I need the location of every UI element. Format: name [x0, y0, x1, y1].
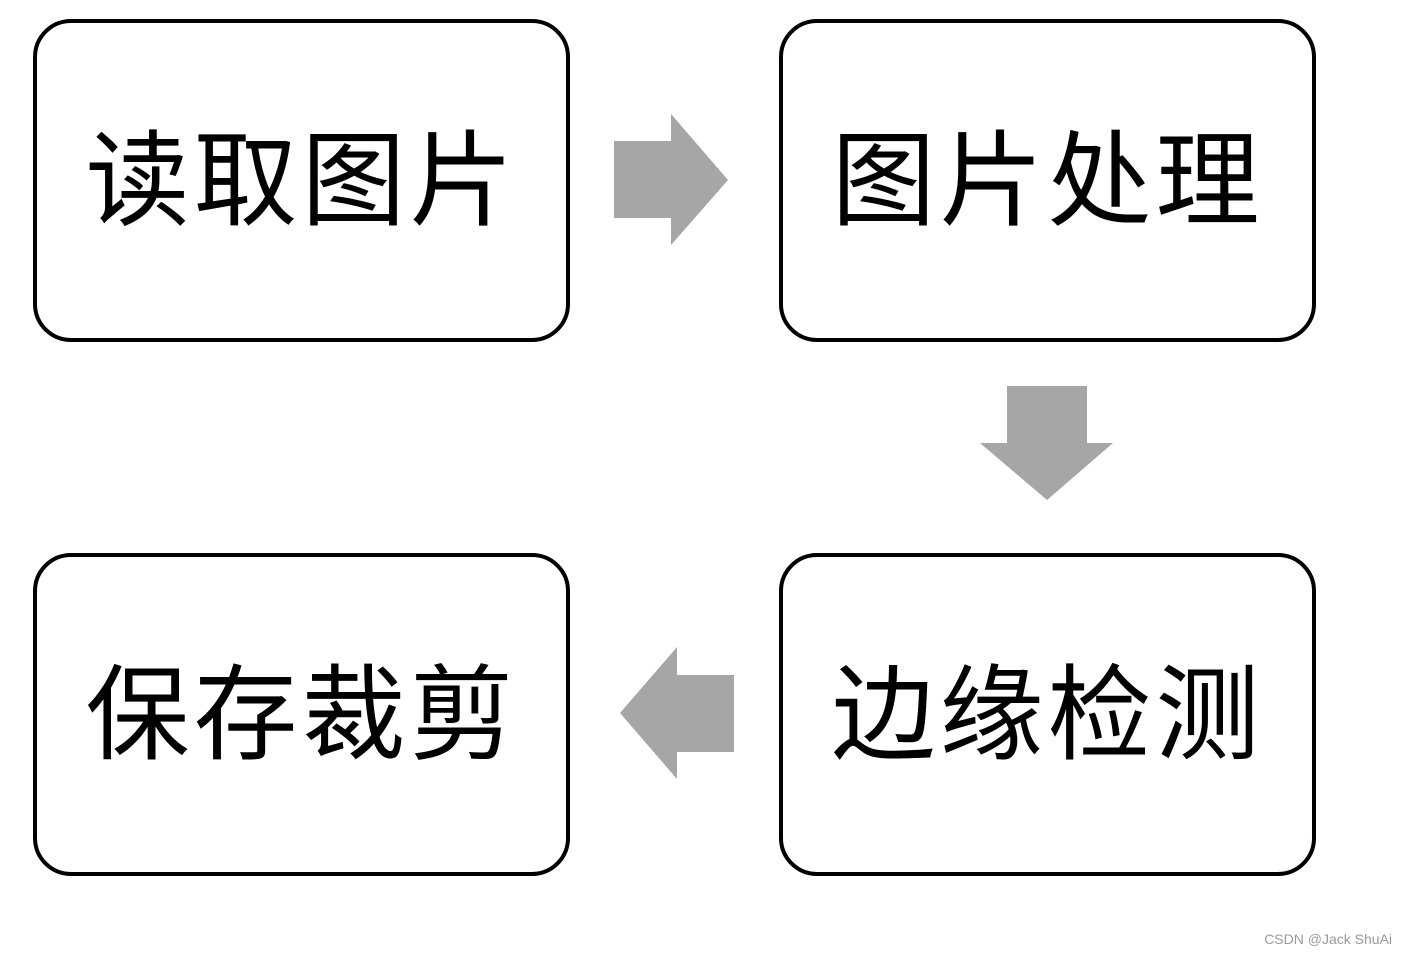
arrow-left-icon — [620, 647, 734, 779]
arrow-down-icon — [980, 386, 1113, 500]
step-box-edge-detection: 边缘检测 — [779, 553, 1316, 876]
arrow-right-icon — [614, 114, 728, 245]
step-label-edge-detection: 边缘检测 — [831, 653, 1264, 776]
step-box-read-image: 读取图片 — [33, 19, 570, 342]
step-label-read-image: 读取图片 — [85, 119, 518, 242]
step-box-image-processing: 图片处理 — [779, 19, 1316, 342]
step-label-save-crop: 保存裁剪 — [85, 653, 518, 776]
arrow-left-shape — [620, 647, 734, 779]
step-label-image-processing: 图片处理 — [831, 119, 1264, 242]
arrow-down-shape — [980, 386, 1113, 500]
watermark-text: CSDN @Jack ShuAi — [1264, 931, 1392, 947]
arrow-right-shape — [614, 114, 728, 245]
step-box-save-crop: 保存裁剪 — [33, 553, 570, 876]
